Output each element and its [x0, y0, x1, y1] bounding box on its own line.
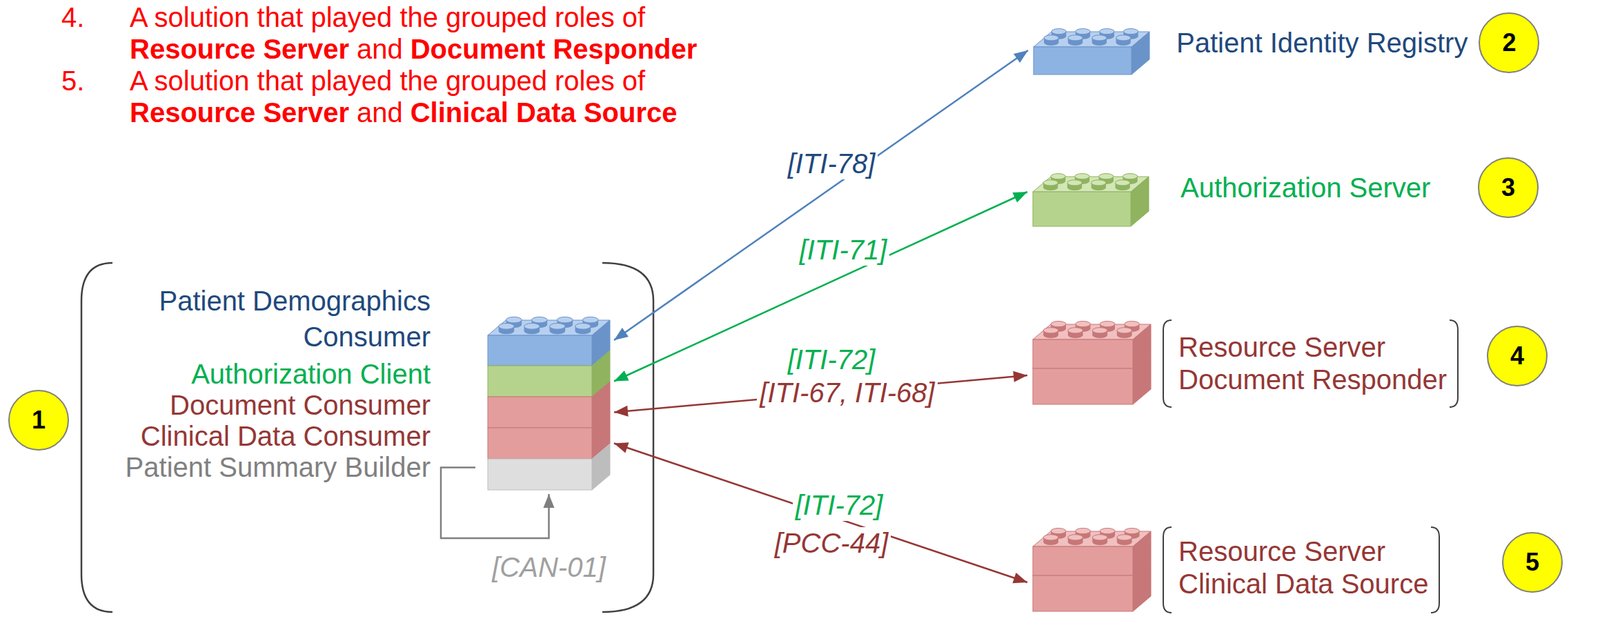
- callout-number: 3: [1501, 173, 1516, 203]
- text-holder: Patient Identity Registry: [1176, 26, 1468, 60]
- callout-circle: 1: [8, 389, 69, 451]
- lego-brick: [1032, 318, 1151, 405]
- note-text: A solution that played the grouped roles…: [129, 64, 646, 97]
- arrowhead: [614, 327, 629, 341]
- text-holder: Clinical Data Consumer: [140, 420, 431, 452]
- note-text: A solution that played the grouped roles…: [129, 1, 646, 34]
- transaction-arrow: [614, 371, 1028, 417]
- actor-name: Resource Server: [1178, 330, 1386, 364]
- text-holder: Resource Server: [1178, 330, 1386, 364]
- transaction-label: [ITI-72]: [795, 489, 884, 521]
- label-patch: [ITI-78]: [785, 147, 879, 180]
- lego-brick: [487, 458, 610, 490]
- callout-circle: 3: [1477, 157, 1539, 219]
- actor-name: Authorization Client: [191, 358, 431, 390]
- actor-name: Clinical Data Consumer: [140, 420, 431, 452]
- note-text: Resource Server: [129, 96, 350, 129]
- actor-name: Patient Summary Builder: [125, 451, 431, 483]
- actor-block: Patient Summary Builder: [117, 458, 610, 490]
- arrowhead: [614, 442, 630, 453]
- actor-name: Authorization Server: [1180, 171, 1431, 205]
- note-text: 5.: [61, 64, 85, 97]
- actor-name: Document Responder: [1178, 362, 1447, 397]
- transaction-label: [ITI-78]: [787, 147, 876, 180]
- actor-block: Patient Demographics Consumer: [117, 282, 610, 366]
- text-holder: Resource Server: [1178, 534, 1386, 568]
- transaction-label: [PCC-44]: [774, 527, 889, 559]
- callout-circle: 4: [1486, 325, 1548, 387]
- arrowhead: [1013, 50, 1029, 63]
- text-holder: Clinical Data Source: [1178, 567, 1429, 601]
- transaction-label: [ITI-72]: [787, 343, 876, 376]
- actor-name: Clinical Data Source: [1178, 567, 1429, 601]
- actor-block: Resource ServerDocument Responder: [1032, 318, 1489, 409]
- label-patch: [ITI-67, ITI-68]: [756, 376, 937, 409]
- arrowhead: [1012, 191, 1028, 203]
- text-holder: Document Responder: [1178, 362, 1447, 397]
- actor-name: Patient Identity Registry: [1176, 26, 1468, 60]
- transaction-label: [CAN-01]: [491, 551, 606, 584]
- lego-brick: [487, 427, 610, 459]
- connector-line: [614, 50, 1029, 341]
- callout-number: 1: [31, 405, 46, 435]
- note-line: Resource ServerandDocument Responder: [129, 33, 705, 65]
- text-holder: Authorization Client: [191, 358, 431, 390]
- actor-name: Patient Demographics Consumer: [106, 282, 431, 355]
- actor-name: Document Consumer: [169, 389, 431, 421]
- label-patch: [PCC-44]: [772, 527, 892, 559]
- group-bracket: [81, 262, 113, 612]
- note-text: Resource Server: [129, 33, 350, 65]
- arrowhead: [543, 494, 555, 508]
- lego-brick: [487, 365, 610, 397]
- arrowhead: [1012, 371, 1028, 383]
- callout-circle: 2: [1478, 12, 1540, 74]
- actor-block: Patient Identity Registry: [1033, 26, 1476, 76]
- label-patch: [CAN-01]: [489, 551, 609, 584]
- callout-circle: 5: [1502, 531, 1563, 593]
- actor-block: Resource ServerClinical Data Source: [1032, 525, 1489, 615]
- connector-line: [614, 375, 1028, 413]
- note-line: A solution that played the grouped roles…: [129, 1, 653, 34]
- lego-brick: [487, 396, 610, 428]
- transaction-label: [ITI-71]: [799, 233, 888, 266]
- note-line: A solution that played the grouped roles…: [129, 64, 653, 97]
- text-holder: Patient Demographics Consumer: [106, 282, 431, 355]
- note-text: and: [356, 96, 403, 129]
- text-holder: Document Consumer: [169, 389, 431, 421]
- connector-line: [614, 191, 1028, 382]
- note-text: Document Responder: [410, 33, 698, 65]
- lego-brick: [1033, 26, 1150, 75]
- note-line: 5.: [61, 64, 92, 97]
- label-patch: [ITI-71]: [796, 233, 891, 266]
- transaction-arrow: [614, 191, 1028, 382]
- label-patch: [ITI-72]: [785, 343, 879, 376]
- note-text: and: [356, 33, 403, 65]
- note-text: Clinical Data Source: [410, 96, 678, 129]
- actor-block: Authorization Server: [1032, 171, 1475, 227]
- note-line: Resource ServerandClinical Data Source: [129, 96, 686, 129]
- connector-line: [614, 443, 1028, 584]
- text-holder: Authorization Server: [1180, 171, 1431, 205]
- lego-brick: [487, 314, 610, 366]
- transaction-label: [ITI-67, ITI-68]: [759, 376, 935, 409]
- callout-number: 4: [1510, 341, 1525, 371]
- text-holder: Patient Summary Builder: [125, 451, 431, 483]
- transaction-arrow: [614, 442, 1028, 584]
- callout-number: 2: [1502, 28, 1516, 58]
- label-patch: [ITI-72]: [792, 489, 886, 521]
- callout-number: 5: [1525, 547, 1540, 577]
- arrowhead: [614, 405, 629, 417]
- note-line: 4.: [61, 1, 92, 34]
- note-text: 4.: [61, 1, 85, 34]
- lego-brick: [1032, 171, 1149, 227]
- arrowhead: [1012, 572, 1028, 584]
- arrowhead: [614, 370, 630, 382]
- actor-name: Resource Server: [1178, 534, 1386, 568]
- transaction-arrow: [614, 50, 1029, 341]
- lego-brick: [1032, 525, 1151, 612]
